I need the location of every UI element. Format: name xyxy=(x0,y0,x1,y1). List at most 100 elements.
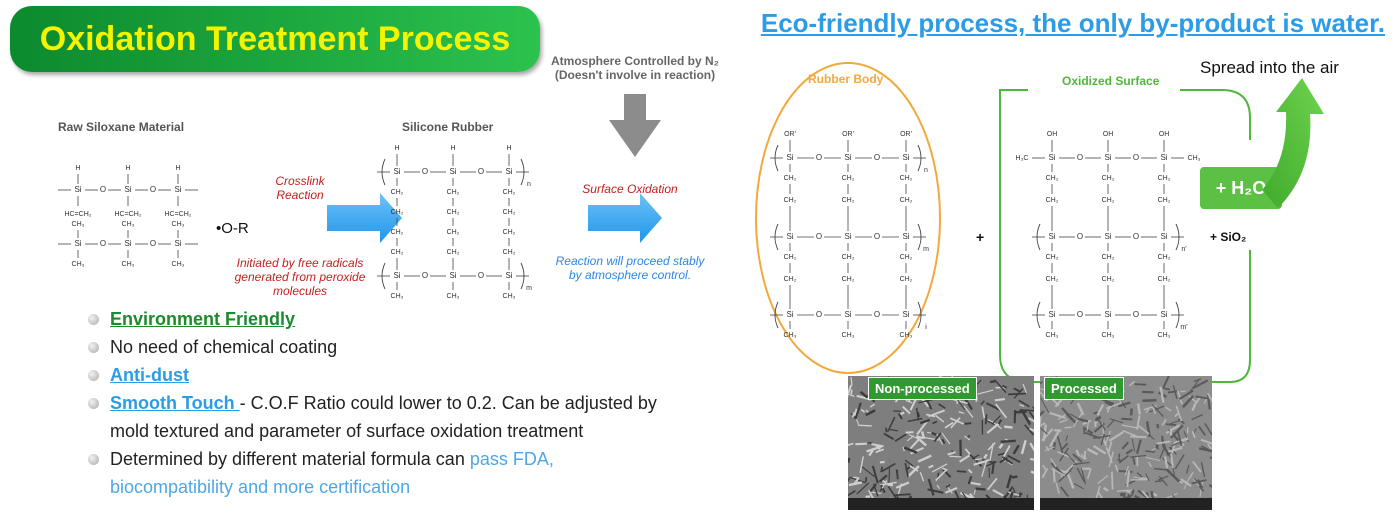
sem-grain xyxy=(894,433,907,442)
sem-grain xyxy=(902,446,905,452)
sem-grain xyxy=(1200,462,1206,478)
sem-grain xyxy=(981,459,988,477)
sem-grain xyxy=(1002,384,1008,389)
sem-grain xyxy=(949,455,962,458)
sem-grain xyxy=(1065,435,1069,442)
title-badge xyxy=(10,6,540,72)
sem-grain xyxy=(1001,456,1014,465)
sem-grain xyxy=(953,398,968,405)
chem-si: Si xyxy=(74,239,81,248)
sem-grain xyxy=(1004,425,1013,429)
chem-ch2: CH₂ xyxy=(447,249,460,256)
sem-grain xyxy=(927,478,935,496)
sem-grain xyxy=(1170,453,1174,468)
sem-grain xyxy=(1013,387,1021,393)
sem-grain xyxy=(1121,441,1130,450)
sem-grain xyxy=(1188,395,1198,404)
chem-ch2: CH₂ xyxy=(503,209,516,216)
spread-label: Spread into the air xyxy=(1200,58,1339,77)
sem-grain xyxy=(1065,412,1078,425)
chem-o: O xyxy=(150,185,156,194)
sem-grain xyxy=(1155,443,1160,450)
sem-grain xyxy=(1097,491,1104,500)
sem-grain xyxy=(982,458,996,464)
sem-grain xyxy=(865,409,876,417)
chem-si: Si xyxy=(1104,310,1111,319)
sem-grain xyxy=(1193,378,1202,383)
sem-grain xyxy=(928,409,945,418)
chem-bracket-close xyxy=(1175,223,1180,251)
sem-grain xyxy=(1191,430,1196,439)
crosslink-note-1: Initiated by free radicals xyxy=(236,256,364,270)
chem-or: OR' xyxy=(784,131,796,138)
sem-grain xyxy=(977,389,994,395)
sem-grain xyxy=(949,417,965,425)
sem-grain xyxy=(865,477,868,483)
page-title: Oxidation Treatment Process xyxy=(39,20,511,58)
oxidation-arrow xyxy=(588,193,662,243)
sem-grain xyxy=(1093,434,1111,439)
sem-grain xyxy=(1008,392,1027,396)
chem-ch3: CH₃ xyxy=(842,332,855,339)
chem-si: Si xyxy=(449,167,456,176)
sem-grain xyxy=(928,464,934,469)
sem-grain xyxy=(867,489,875,500)
sem-grain xyxy=(857,424,872,427)
chem-o: O xyxy=(1077,153,1083,162)
sem-grain xyxy=(927,488,944,494)
sem-grain xyxy=(941,438,946,444)
sem-grain xyxy=(1198,425,1207,436)
sem-grain xyxy=(871,465,879,484)
sem-grain xyxy=(861,466,875,478)
sem-grain xyxy=(1066,471,1075,489)
chem-ch2: CH₂ xyxy=(900,197,913,204)
chem-ch3: CH₃ xyxy=(447,293,460,300)
eco-headline[interactable]: Eco-friendly process, the only by-produc… xyxy=(760,8,1385,38)
sem-grain xyxy=(887,416,896,432)
sem-grain xyxy=(1018,399,1030,408)
chem-o: O xyxy=(816,310,822,319)
sem-grain xyxy=(936,484,941,489)
sem-grain xyxy=(868,449,874,457)
sem-grain xyxy=(873,483,879,497)
sem-grain xyxy=(917,454,932,463)
chem-ch2: CH₂ xyxy=(447,229,460,236)
sem-grain xyxy=(904,459,914,467)
sem-grain xyxy=(987,419,993,424)
crosslink-note-2: generated from peroxide xyxy=(234,270,366,284)
environment-link[interactable]: Environment Friendly xyxy=(110,309,296,329)
sem-grain xyxy=(887,483,894,487)
sem-grain xyxy=(1029,442,1034,452)
sem-grain xyxy=(941,467,948,471)
sem-grain xyxy=(1198,447,1212,453)
sem-grain xyxy=(1208,484,1212,488)
smooth-touch-link[interactable]: Smooth Touch xyxy=(110,393,240,413)
sem-grain xyxy=(1154,467,1169,471)
anti-dust-link[interactable]: Anti-dust xyxy=(110,365,189,385)
sem-grain xyxy=(1000,439,1016,443)
chem-si: Si xyxy=(844,153,851,162)
sem-grain xyxy=(883,432,895,441)
chem-bracket-open xyxy=(1036,223,1041,251)
sem-grain xyxy=(938,403,946,410)
sem-grain xyxy=(1136,403,1142,415)
chem-ch2: CH₂ xyxy=(391,189,404,196)
sem-grain xyxy=(1050,458,1057,468)
sem-grain xyxy=(1191,413,1203,421)
crosslink-note-3: molecules xyxy=(272,284,328,298)
sem-grain xyxy=(1145,421,1151,438)
sem-grain xyxy=(1086,447,1099,456)
chem-vinyl: HC=CH₂ xyxy=(114,211,141,218)
sem-grain xyxy=(1156,423,1160,429)
sem-grain xyxy=(899,411,905,416)
sem-grain xyxy=(1105,430,1111,445)
sem-grain xyxy=(1006,454,1021,463)
atmosphere-arrow xyxy=(609,94,661,157)
chem-o: O xyxy=(1133,153,1139,162)
sem-grain xyxy=(848,442,854,446)
sem-grain xyxy=(1049,430,1060,448)
chem-si: Si xyxy=(844,310,851,319)
chem-subscript: n xyxy=(527,181,531,188)
sem-grain xyxy=(941,432,951,445)
sem-grain xyxy=(1117,457,1122,463)
